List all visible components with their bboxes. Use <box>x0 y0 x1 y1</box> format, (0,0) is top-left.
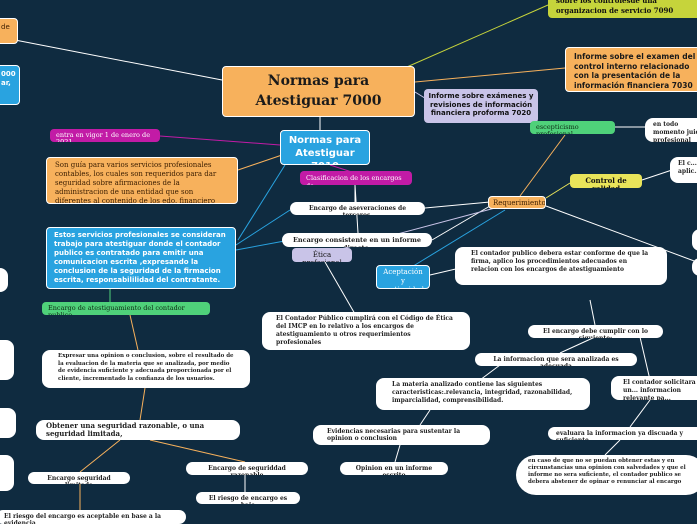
link-info-materia <box>479 364 501 381</box>
node-informe-revisiones[interactable]: Informe sobre exámenes y revisiones de i… <box>424 89 538 123</box>
left-white-node-2[interactable] <box>0 340 14 380</box>
link-req-escept <box>519 134 566 197</box>
node-obtener-seguridad[interactable]: Obtener una seguridad razonable, o una s… <box>36 420 240 440</box>
link-7010-servicios <box>237 164 286 241</box>
node-servicios-profesionales[interactable]: Estos servicios profesionales se conside… <box>46 227 236 289</box>
node-el-c-aplic[interactable]: El c... aplic... <box>670 157 697 183</box>
node-solicitara[interactable]: El contador solicitara un... informacion… <box>611 376 697 400</box>
node-clasificacion[interactable]: Clasificacion de los encargos de <box>300 171 412 185</box>
link-root-top-olive <box>399 4 549 71</box>
node-normas-7010[interactable]: Normas para Atestiguar 7010 <box>280 130 370 165</box>
node-info-analizada[interactable]: La informacion que sera analizada es ade… <box>475 353 637 366</box>
left-white-node-3[interactable] <box>0 408 16 438</box>
node-debe-cumplir[interactable]: El encargo debe cumplir con lo siguiente… <box>528 325 663 338</box>
link-7010-vigor <box>159 135 281 146</box>
node-expresar-opinion[interactable]: Expresar una opinion o conclusion, sobre… <box>42 350 250 388</box>
link-calidad-elc <box>641 169 673 181</box>
node-todo-momento[interactable]: en todo momento juicio profesional <box>645 118 697 142</box>
link-eval-caso <box>604 439 621 456</box>
node-riesgo-aceptable[interactable]: El riesgo del encargo es aceptable en ba… <box>0 510 186 524</box>
node-son-guia[interactable]: Son guía para varios servicios profesion… <box>46 157 238 204</box>
left-white-node-1[interactable] <box>0 268 8 292</box>
node-codigo-etica[interactable]: El Contador Público cumplirá con el Códi… <box>262 312 470 350</box>
root-node[interactable]: Normas para Atestiguar 7000 <box>222 66 415 117</box>
left-orange-node[interactable]: de <box>0 18 18 44</box>
link-root-left <box>14 39 223 81</box>
node-organizacion-servicio[interactable]: sobre los controlesde una organizacion d… <box>548 0 697 18</box>
node-riesgo-bajo[interactable]: El riesgo de encargo es bajo <box>196 492 300 504</box>
left-blue-node[interactable]: 000 ar, <box>0 65 20 105</box>
node-debera-estar[interactable]: El contador publico debera estar conform… <box>455 247 667 285</box>
node-encargo-consistente[interactable]: Encargo consistente en un informe direct… <box>282 233 432 247</box>
link-req-right <box>545 205 697 263</box>
link-obtener-razonable <box>149 439 246 463</box>
root-title: Normas para Atestiguar 7000 <box>255 73 382 109</box>
node-aceptacion[interactable]: Aceptación y continuidad <box>376 265 430 289</box>
link-req-calidad <box>545 182 571 199</box>
link-servicios-encargo <box>235 209 291 246</box>
link-evid-opinion <box>394 444 401 463</box>
node-encargo-atestiguamiento[interactable]: Encargo de atestiguamiento del contador … <box>42 302 210 315</box>
node-seguridad-limitada[interactable]: Encargo seguridad limitada <box>28 472 130 484</box>
node-etica-profesional[interactable]: Ética profesional <box>292 248 352 262</box>
link-expresar-obtener <box>139 387 146 421</box>
node-entra-en-vigor[interactable]: entra en vigor 1 de enero de 2021 <box>50 129 160 142</box>
link-obtener-limitada <box>79 439 121 473</box>
link-cumplir-solicitara <box>639 336 651 381</box>
node-informe-examen[interactable]: Informe sobre el examen del control inte… <box>565 47 697 92</box>
link-encargo-expresar <box>129 314 139 351</box>
node-evidencias[interactable]: Evidencias necesarias para sustentar la … <box>313 425 490 445</box>
link-cons-req <box>431 205 491 241</box>
node-en-caso[interactable]: en caso de que no se puedan obtener esta… <box>516 455 697 495</box>
link-asev-req <box>424 201 491 209</box>
link-debera-cumplir <box>589 299 596 326</box>
link-etica-codigo <box>324 261 356 315</box>
node-right-edge-1[interactable] <box>692 229 697 251</box>
node-evaluara[interactable]: evaluara la informacion ya discuada y su… <box>548 427 697 440</box>
link-root-informe-examen <box>414 67 566 83</box>
node-opinion-escrito[interactable]: Opinion en un informe escrito <box>340 462 448 475</box>
node-seguridad-razonable[interactable]: Encargo de seguriddad razonable <box>186 462 308 475</box>
link-req-aceptacion <box>409 209 506 269</box>
node-requerimientos[interactable]: Requerimientos <box>488 196 546 209</box>
left-white-node-4[interactable] <box>0 455 14 491</box>
link-solic-evaluara <box>629 399 651 428</box>
node-materia-analizado[interactable]: La materia analizado contiene las siguie… <box>376 378 590 410</box>
node-control-calidad[interactable]: Control de calidad <box>570 174 642 188</box>
link-materia-evid <box>419 409 431 426</box>
link-7010-guia <box>237 154 283 171</box>
node-escepticismo[interactable]: escepticismo profesional, <box>530 121 615 134</box>
node-encargo-aseveraciones[interactable]: Encargo de aseveraciones de terceros. <box>290 202 425 215</box>
link-servicios-encargo2 <box>235 239 291 251</box>
node-right-edge-2[interactable] <box>692 258 697 276</box>
link-cumplir-info <box>559 336 596 354</box>
